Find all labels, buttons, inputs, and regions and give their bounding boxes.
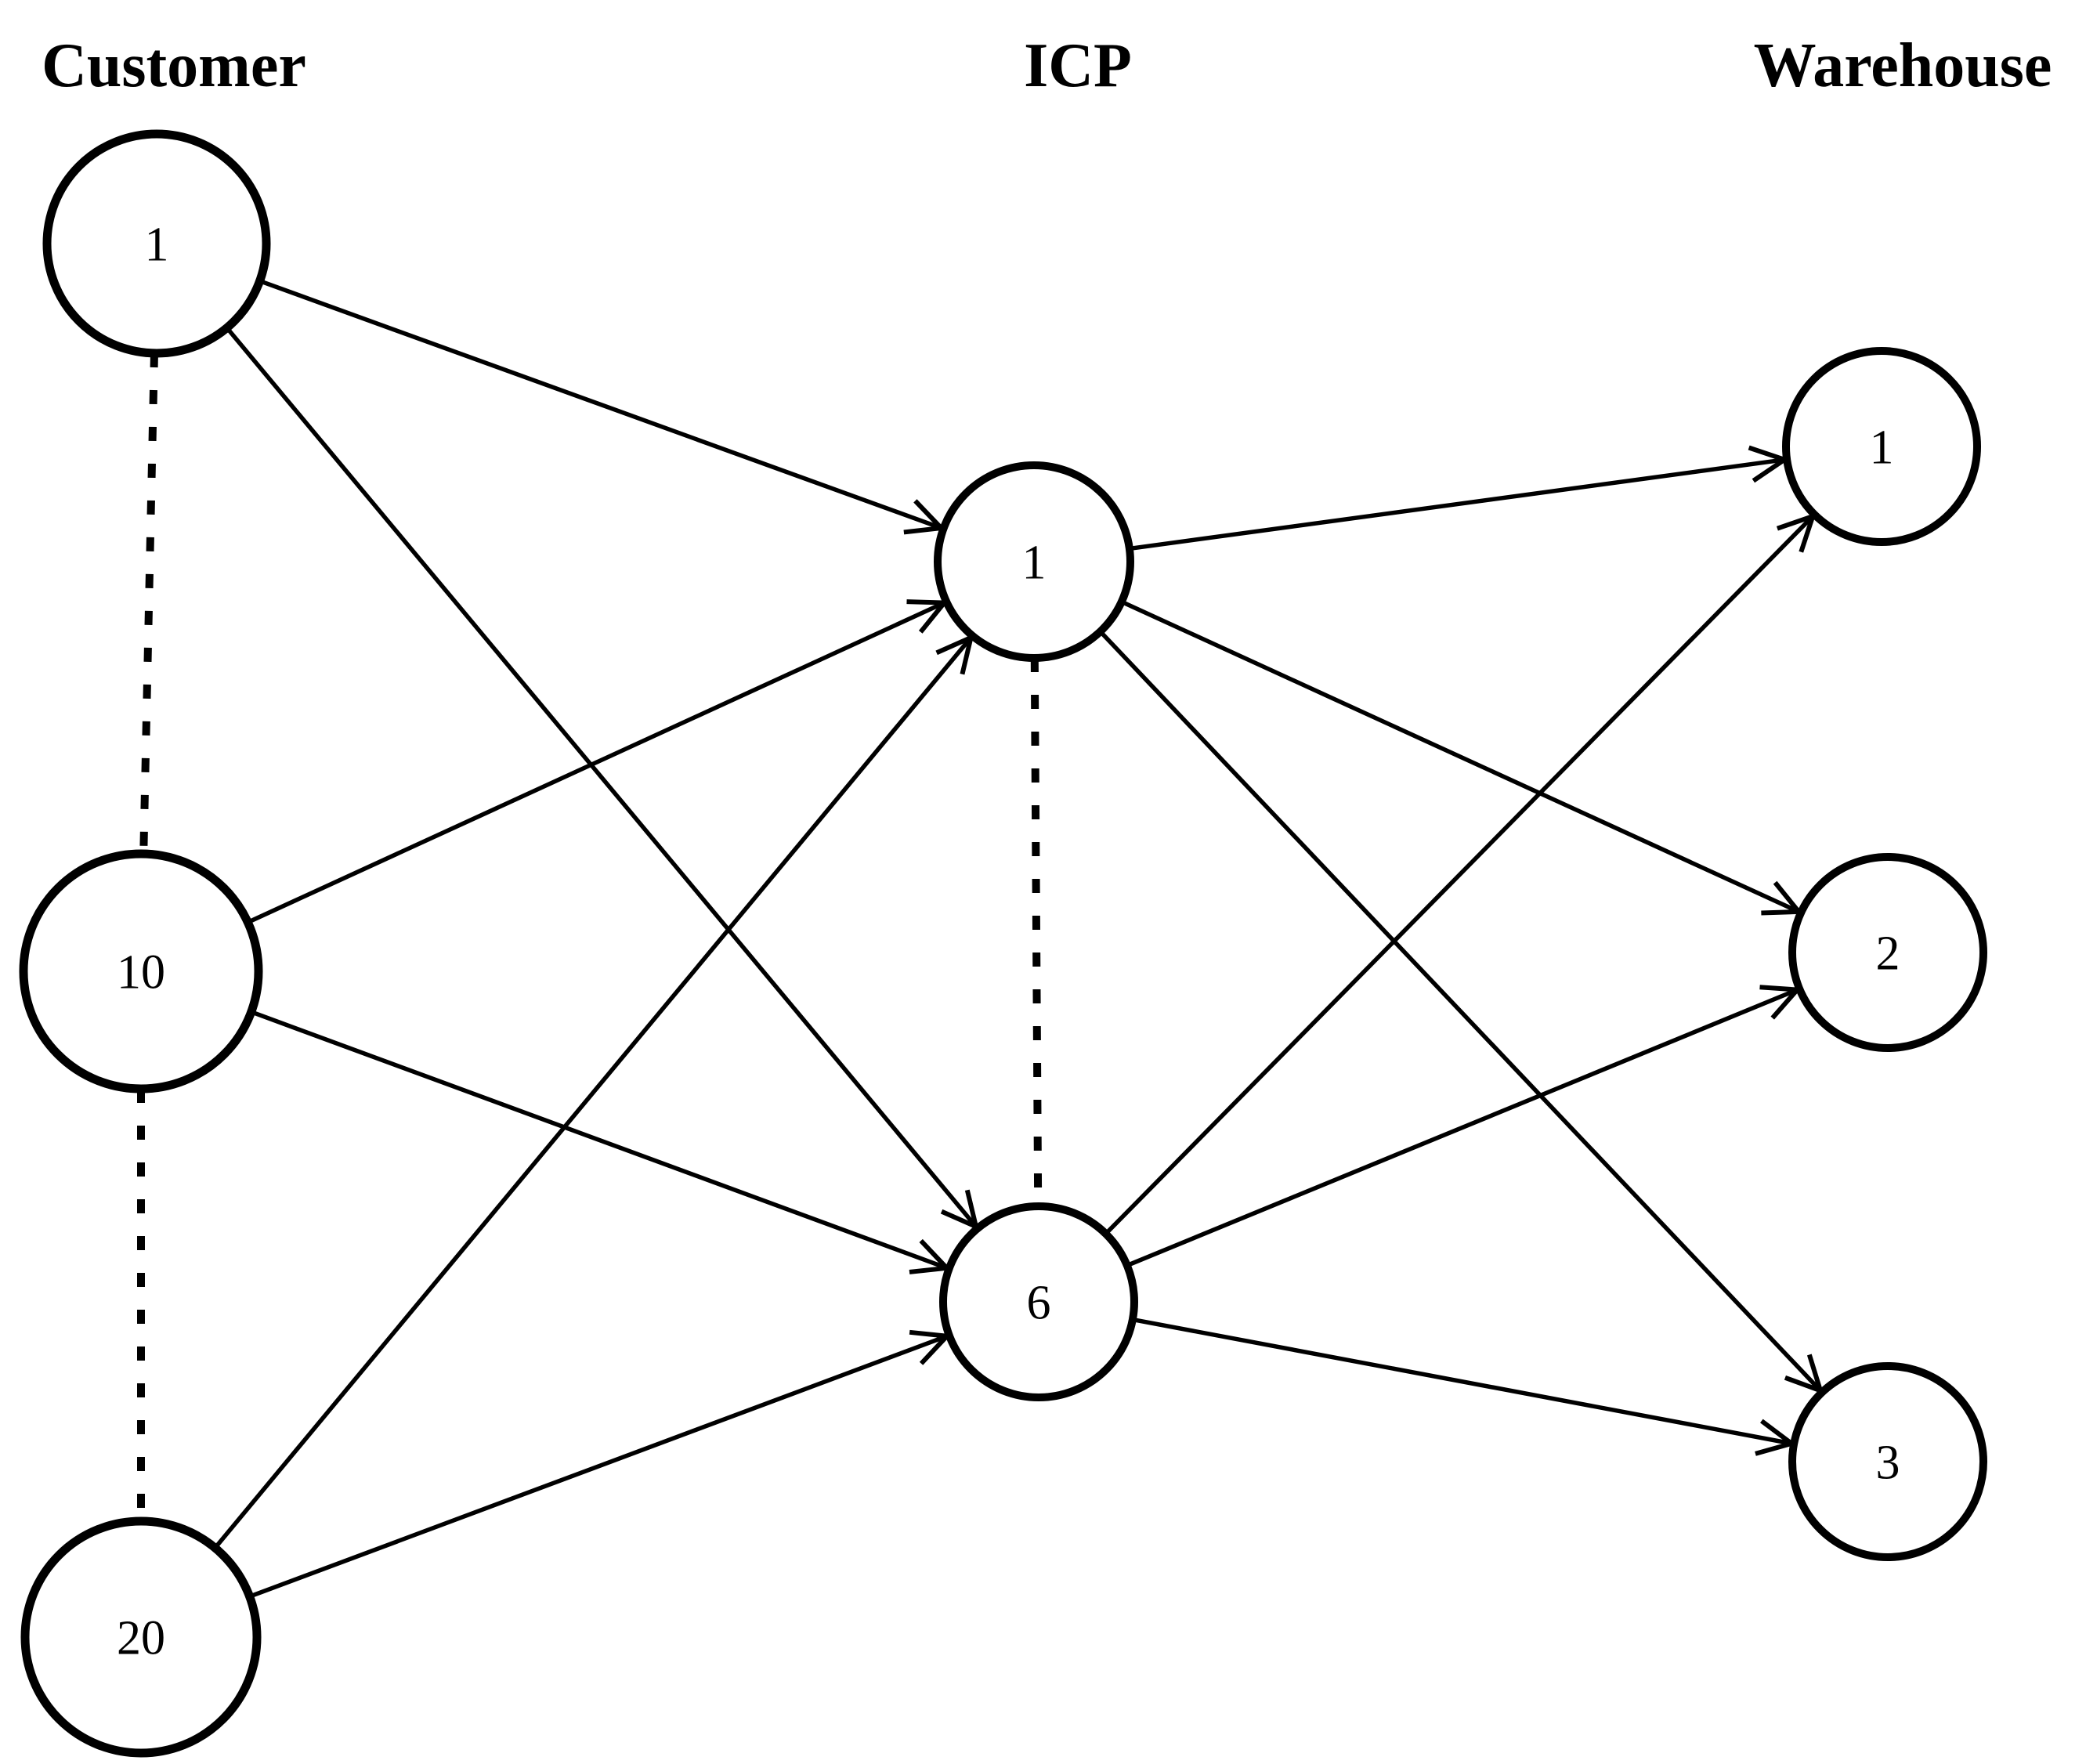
node-customer-1: [42, 129, 271, 358]
node-warehouse-3: [1788, 1362, 1987, 1561]
edge-icp-6-warehouse-1: [1104, 515, 1815, 1236]
edge-icp-1-warehouse-3: [1098, 630, 1822, 1393]
node-icp-1: [934, 461, 1134, 662]
ellipsis-link-customer-1-customer-10: [139, 352, 158, 855]
node-warehouse-1: [1782, 347, 1981, 546]
node-customer-10: [19, 849, 263, 1093]
column-label-warehouse: Warehouse: [1754, 31, 2052, 100]
edge-customer-1-icp-1: [258, 279, 942, 530]
edge-customer-10-icp-1: [247, 601, 945, 924]
ellipsis-link-icp-1-icp-6: [1030, 657, 1043, 1207]
node-label-icp-6: 6: [1027, 1277, 1051, 1330]
node-label-warehouse-3: 3: [1876, 1437, 1900, 1490]
node-customer-20: [20, 1516, 262, 1758]
edge-icp-6-warehouse-2: [1126, 988, 1799, 1268]
column-label-customer: Customer: [42, 31, 306, 100]
column-label-icp: ICP: [1024, 31, 1132, 100]
node-label-customer-1: 1: [145, 219, 169, 272]
edge-icp-6-warehouse-3: [1132, 1317, 1792, 1446]
nodes-layer: 1 10 20 1 6 1 2 3: [19, 129, 1987, 1758]
node-label-warehouse-1: 1: [1870, 421, 1894, 475]
edge-icp-1-warehouse-2: [1120, 599, 1800, 914]
edge-customer-20-icp-6: [248, 1334, 948, 1599]
edge-customer-1-icp-6: [225, 326, 978, 1228]
node-label-icp-1: 1: [1022, 537, 1047, 590]
edges-layer: [137, 279, 1824, 1599]
edge-customer-20-icp-1: [213, 636, 973, 1549]
edge-icp-1-warehouse-1: [1129, 457, 1785, 551]
edge-customer-10-icp-6: [250, 1010, 948, 1271]
node-warehouse-2: [1788, 853, 1987, 1052]
node-label-warehouse-2: 2: [1876, 927, 1900, 981]
node-label-customer-10: 10: [117, 946, 165, 999]
node-icp-6: [939, 1202, 1138, 1401]
node-label-customer-20: 20: [117, 1612, 165, 1665]
